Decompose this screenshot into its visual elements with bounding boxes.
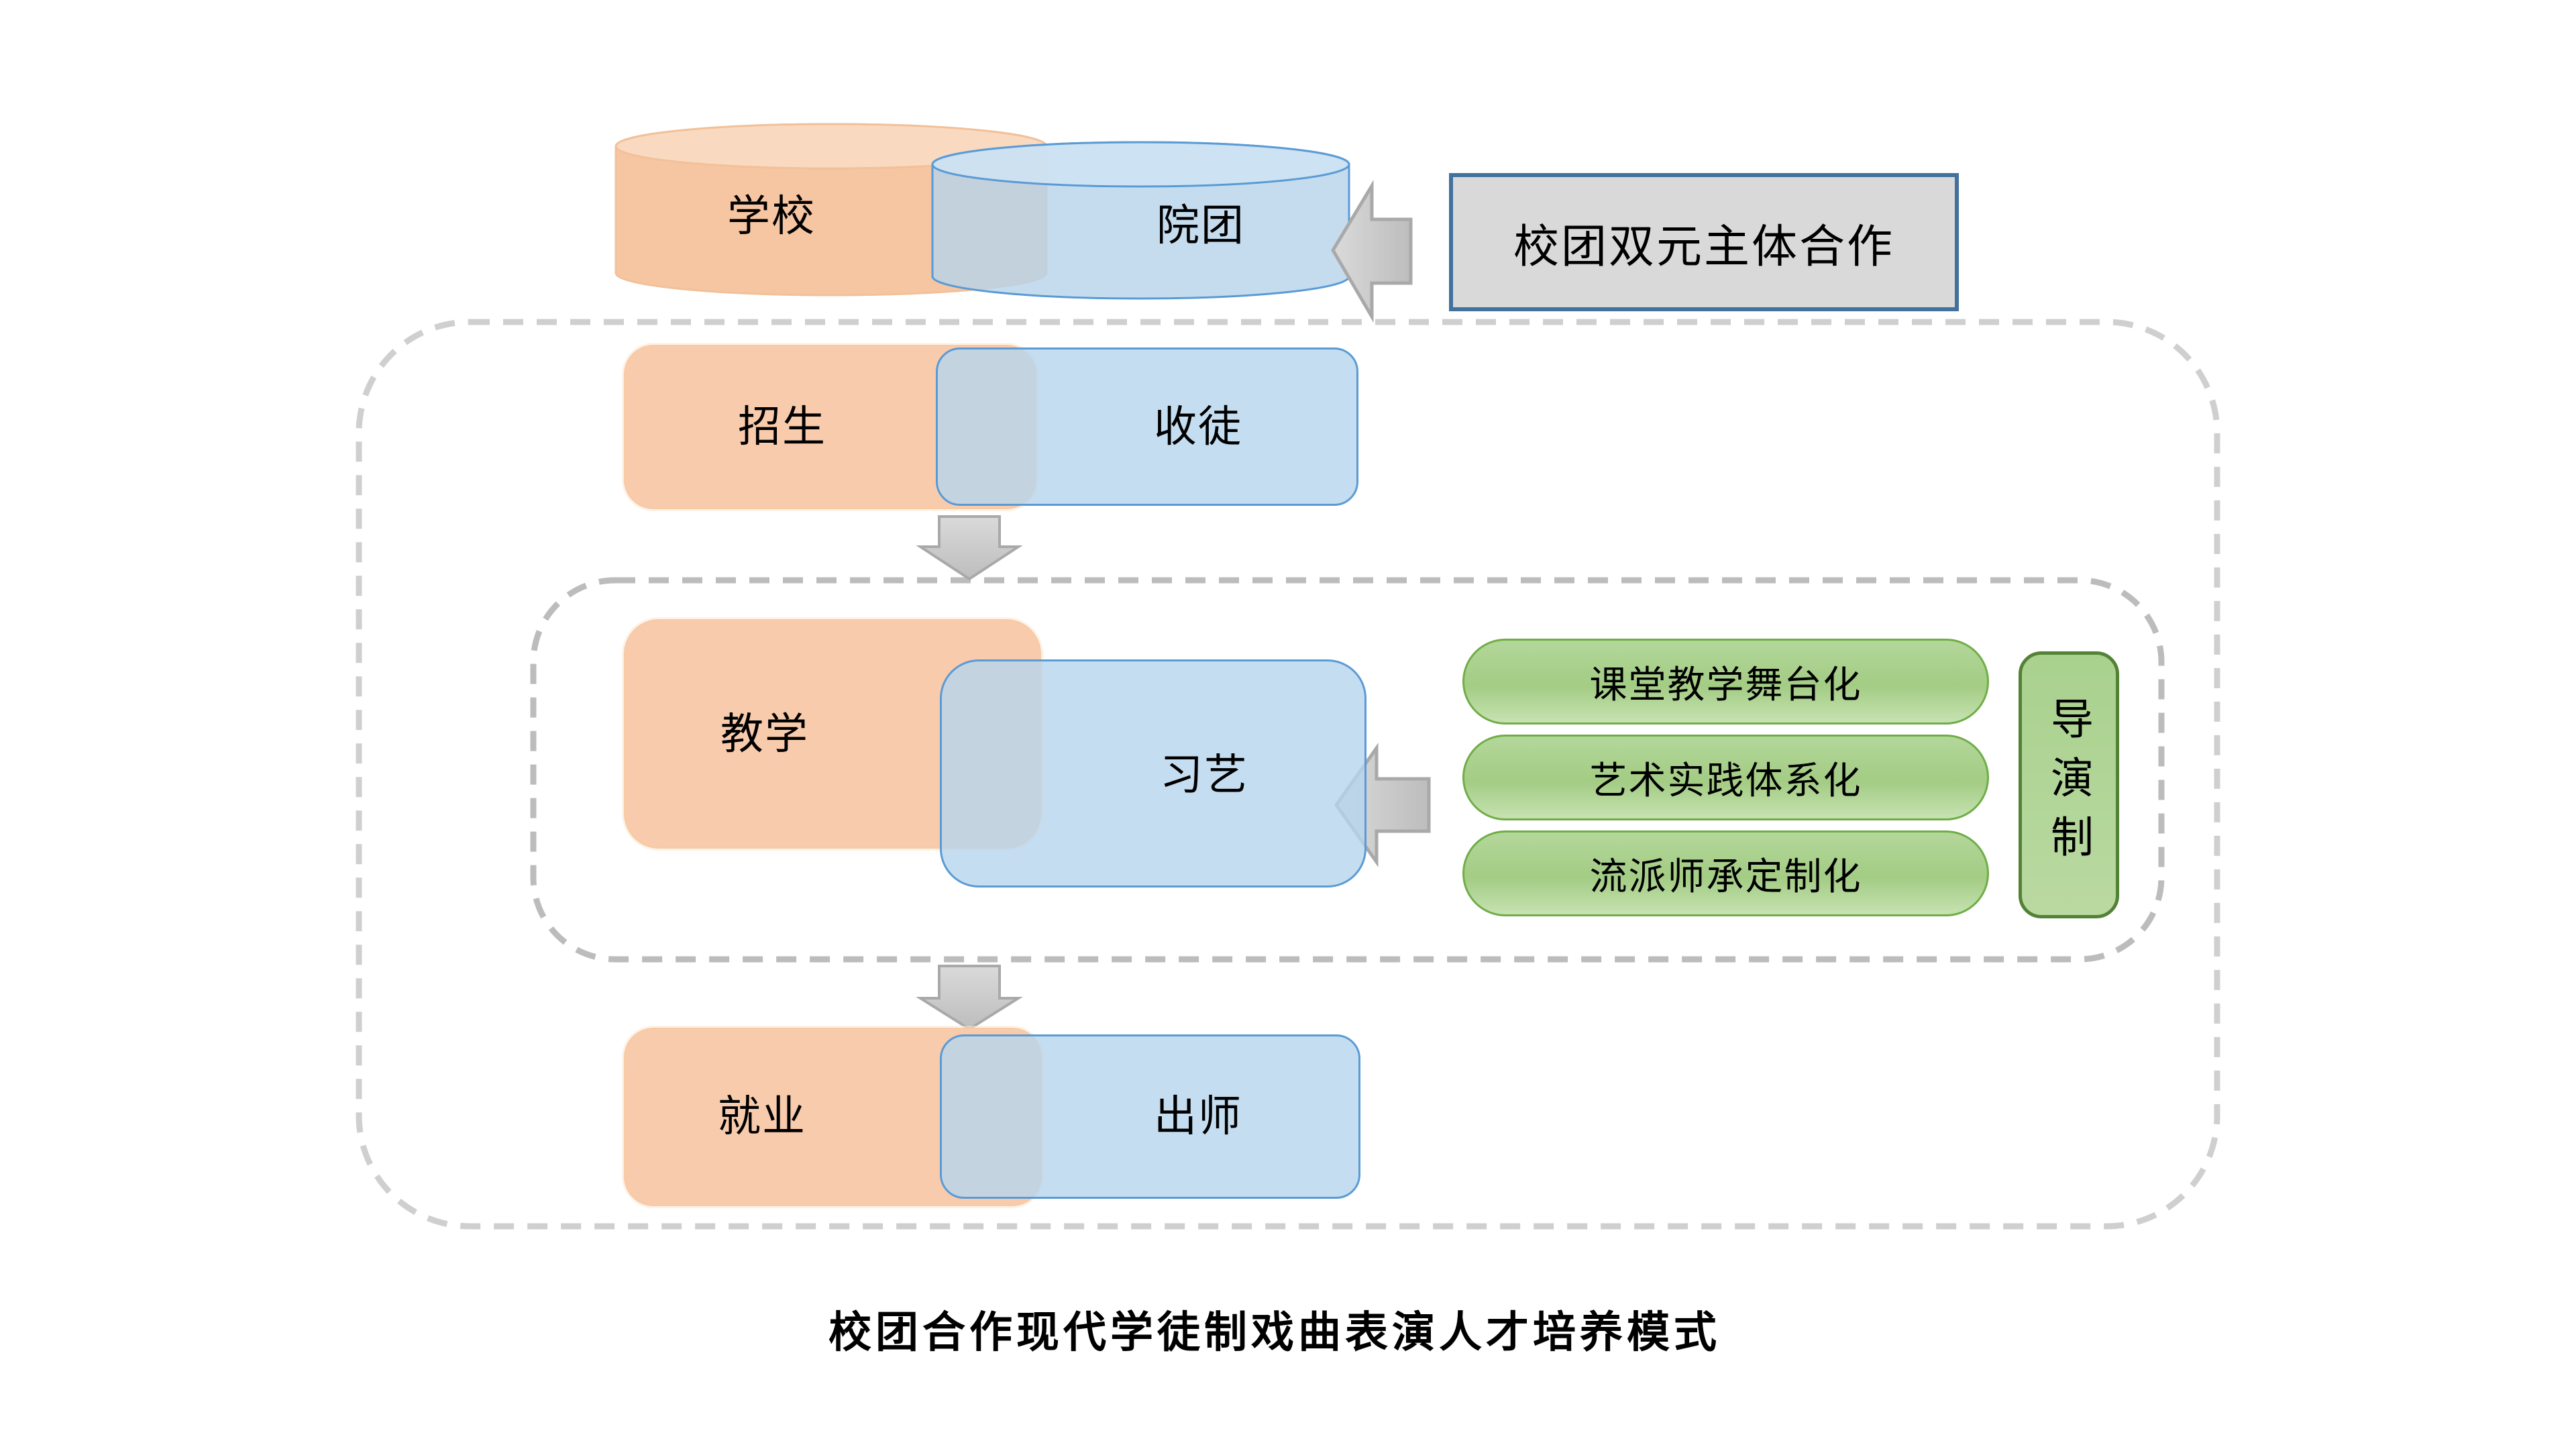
stage2-school-label: 教学 xyxy=(720,710,809,758)
troupe-entity-label: 院团 xyxy=(1157,201,1245,250)
feature-pill-master-lineage: 流派师承定制化 xyxy=(1462,830,1989,916)
down-arrow-2 xyxy=(916,965,1023,1031)
stage3-troupe-label: 出师 xyxy=(1154,1092,1242,1140)
down-arrow-1 xyxy=(916,515,1023,581)
troupe-cylinder-top xyxy=(931,141,1350,188)
troupe-cylinder xyxy=(931,141,1350,300)
stage2-troupe-label: 习艺 xyxy=(1160,751,1248,799)
director-system-box: 导演制 xyxy=(2019,651,2119,918)
outer-dashed-frame xyxy=(356,319,2220,1230)
feature-pill-stage-teaching: 课堂教学舞台化 xyxy=(1462,639,1989,724)
cooperation-box: 校团双元主体合作 xyxy=(1449,173,1959,311)
stage1-school-label: 招生 xyxy=(738,402,826,451)
diagram-caption: 校团合作现代学徒制戏曲表演人才培养模式 xyxy=(828,1308,1721,1356)
stage1-troupe-label: 收徒 xyxy=(1154,402,1242,451)
feature-pill-art-practice: 艺术实践体系化 xyxy=(1462,735,1989,820)
cooperation-left-arrow xyxy=(1331,180,1413,323)
inner-dashed-frame xyxy=(530,577,2165,963)
stage3-troupe-graduation-box xyxy=(940,1034,1360,1199)
stage3-school-label: 就业 xyxy=(718,1092,806,1140)
school-entity-label: 学校 xyxy=(727,192,816,240)
stage1-troupe-apprentice-box xyxy=(936,347,1358,506)
stage2-troupe-practice-box xyxy=(940,659,1366,888)
